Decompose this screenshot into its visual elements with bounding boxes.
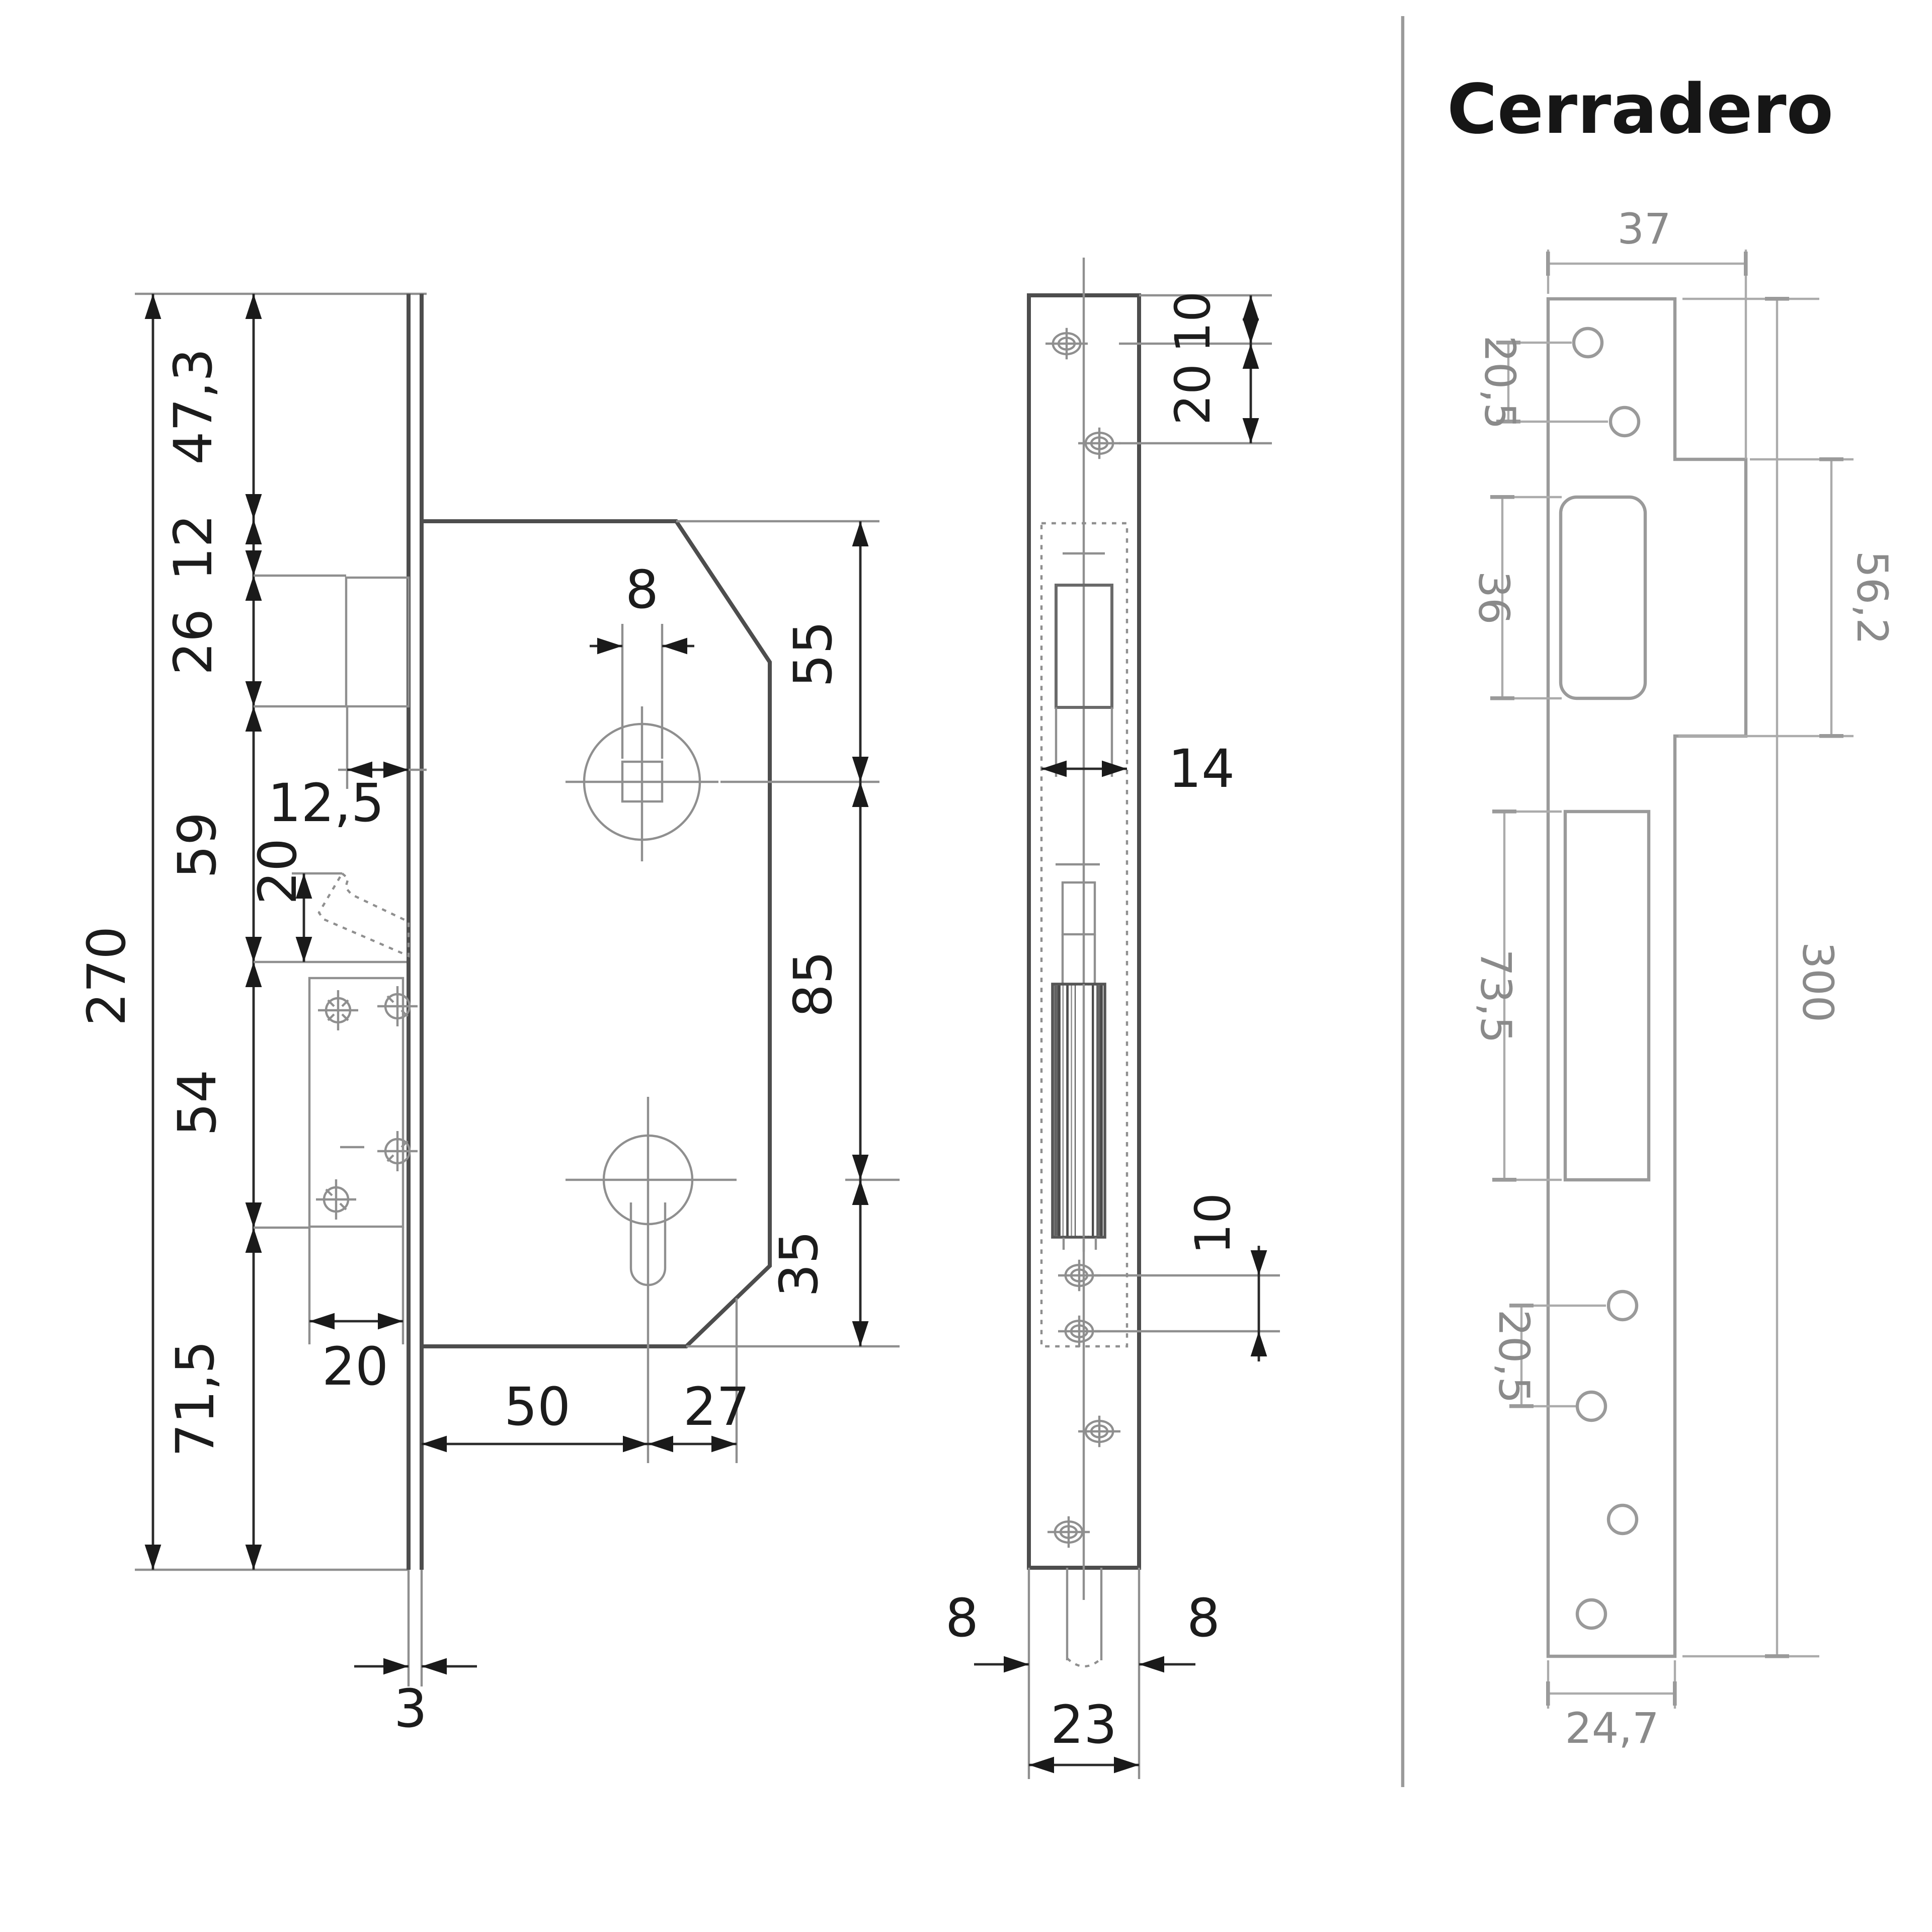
- dim-strike-lower-holes-group: 20,5: [1489, 1304, 1606, 1408]
- cylinder-protrusion: [1066, 1568, 1103, 1668]
- dim-faceplate-thickness-group: 3: [354, 1570, 477, 1739]
- euro-cylinder: [566, 1097, 737, 1463]
- dim-seg-71-5: 71,5: [165, 1340, 226, 1457]
- spindle-hub: [566, 706, 718, 861]
- dim-seg-12: 12: [163, 514, 224, 581]
- dim-strike-lower-hole-spacing: 20,5: [1489, 1309, 1539, 1403]
- hook-bolt: [317, 871, 410, 958]
- strike-plate-outline: [1546, 297, 1748, 1658]
- dim-strike-latch-group: 36: [1469, 495, 1562, 700]
- dim-strike-top-hole-spacing: 20,5: [1475, 335, 1524, 429]
- side-view: 270 47,3 12 26 59 54 71,5: [76, 292, 900, 1739]
- hidden-case-outline: [1040, 522, 1129, 1348]
- dim-hole-spacing: 20: [1165, 364, 1221, 425]
- dim-seg-top: 47,3: [163, 348, 224, 465]
- dim-top-holes-group: 10 20: [1119, 291, 1272, 445]
- dim-hook-travel-group: 20: [247, 838, 312, 962]
- dim-right-chain: 55 85 35: [676, 520, 900, 1348]
- dim-seg-26: 26: [163, 609, 224, 675]
- dim-lower-hole-spacing: 10: [1185, 1193, 1241, 1254]
- dim-spindle-group: 8: [590, 559, 694, 759]
- screw-marks: [316, 986, 418, 1220]
- segment-dim-chain: 47,3 12 26 59 54 71,5: [163, 294, 409, 1570]
- dim-cylinder-tail: 27: [683, 1376, 750, 1437]
- strike-holes: [1572, 327, 1641, 1630]
- dim-strike-top-width-group: 37: [1546, 204, 1748, 459]
- dim-overall-height: 270: [76, 926, 137, 1026]
- dim-spindle-to-cylinder: 85: [782, 951, 844, 1017]
- dim-edge-to-hole: 10: [1165, 291, 1221, 353]
- front-view: 14: [945, 258, 1280, 1779]
- dim-spindle-hole: 8: [625, 559, 659, 620]
- faceplate-side: [407, 294, 424, 1570]
- dim-box-width-group: 20: [308, 1227, 405, 1397]
- dim-top-to-spindle: 55: [782, 621, 844, 687]
- strike-latch-opening: [1559, 495, 1647, 700]
- dim-strike-bottom-width: 24,7: [1565, 1704, 1659, 1753]
- lock-case-outline: [422, 519, 772, 1348]
- dim-cylinder-to-bottom: 35: [768, 1231, 830, 1297]
- dim-right-margin: 8: [1187, 1587, 1220, 1649]
- dim-case-width: 14: [1168, 738, 1235, 799]
- dim-strike-top-width: 37: [1618, 204, 1671, 254]
- screw-box: [308, 977, 418, 1228]
- dim-strike-step-height: 56,2: [1847, 550, 1897, 645]
- dim-backset: 50: [504, 1376, 571, 1437]
- faceplate-screw-holes: [1045, 328, 1120, 1548]
- dim-strike-height-group: 300: [1682, 297, 1842, 1658]
- strike-title: Cerradero: [1447, 70, 1833, 149]
- dim-strike-bolt-group: 73,5: [1471, 810, 1562, 1182]
- dim-lower-holes-group: 10: [1095, 1193, 1280, 1361]
- dim-latch-offset-group: 12,5: [268, 706, 427, 834]
- dim-bottom-group: 8 8 23: [945, 1568, 1220, 1779]
- dim-strike-bottom-width-group: 24,7: [1546, 1660, 1677, 1753]
- strike-view: Cerradero 37 20,5: [1447, 70, 1897, 1753]
- dim-latch-offset: 12,5: [268, 772, 384, 834]
- dim-seg-54: 54: [167, 1070, 228, 1136]
- dim-strike-overall-height: 300: [1793, 942, 1842, 1022]
- dim-hook-travel: 20: [247, 838, 308, 905]
- strike-bolt-opening: [1563, 810, 1651, 1182]
- dim-faceplate-width: 23: [1051, 1694, 1117, 1755]
- dim-seg-59: 59: [167, 812, 228, 878]
- dim-box-width: 20: [322, 1336, 388, 1397]
- latch-guide-box: [345, 576, 410, 708]
- cylinder-front: [1051, 881, 1106, 1252]
- dim-strike-top-holes-group: 20,5: [1475, 335, 1608, 430]
- dim-backset-group: 50 27: [422, 1298, 750, 1463]
- dim-case-width-group: 14: [1041, 738, 1235, 799]
- latch-opening-front: [1055, 584, 1113, 709]
- dim-left-margin: 8: [945, 1587, 979, 1649]
- dim-strike-bolt-opening: 73,5: [1471, 949, 1520, 1043]
- dim-strike-step-group: 56,2: [1678, 457, 1897, 738]
- dim-strike-latch-opening: 36: [1469, 571, 1518, 625]
- dim-faceplate-thickness: 3: [394, 1678, 427, 1739]
